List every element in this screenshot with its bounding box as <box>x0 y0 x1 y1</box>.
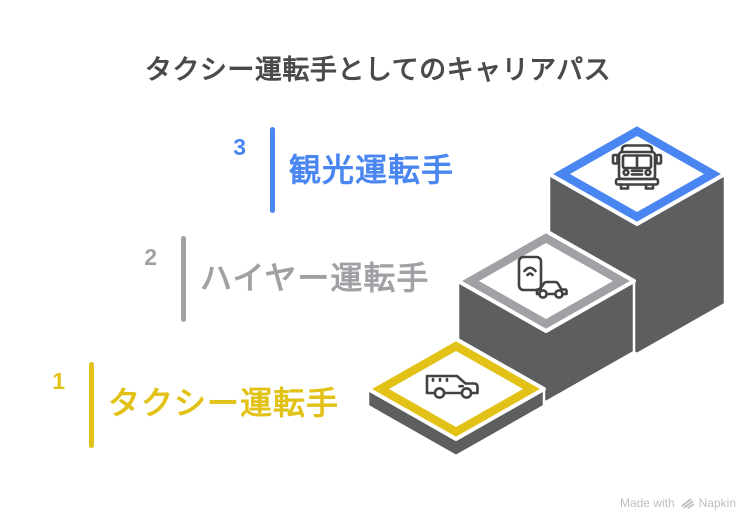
taxi-icon <box>425 374 479 399</box>
watermark-prefix: Made with <box>619 496 675 510</box>
page-title: タクシー運転手としてのキャリアパス <box>144 55 612 85</box>
level-1-bar <box>89 362 94 448</box>
step-platform-3 <box>547 122 727 226</box>
level-2-bar <box>181 236 186 322</box>
ride-hail-icon <box>517 255 568 299</box>
level-3-number: 3 <box>233 134 246 160</box>
step-platform-2 <box>456 229 636 333</box>
watermark: Made with Napkin <box>620 496 736 510</box>
step-platform-1 <box>366 337 546 441</box>
level-1-number: 1 <box>52 368 65 394</box>
level-1-label: タクシー運転手 <box>108 385 340 421</box>
watermark-brand: Napkin <box>698 496 736 510</box>
napkin-logo-icon <box>680 498 694 509</box>
level-2-label: ハイヤー運転手 <box>200 260 430 296</box>
level-3-label: 観光運転手 <box>289 152 455 188</box>
level-3-bar <box>270 127 275 213</box>
bus-icon <box>611 144 663 190</box>
level-2-number: 2 <box>144 244 157 270</box>
